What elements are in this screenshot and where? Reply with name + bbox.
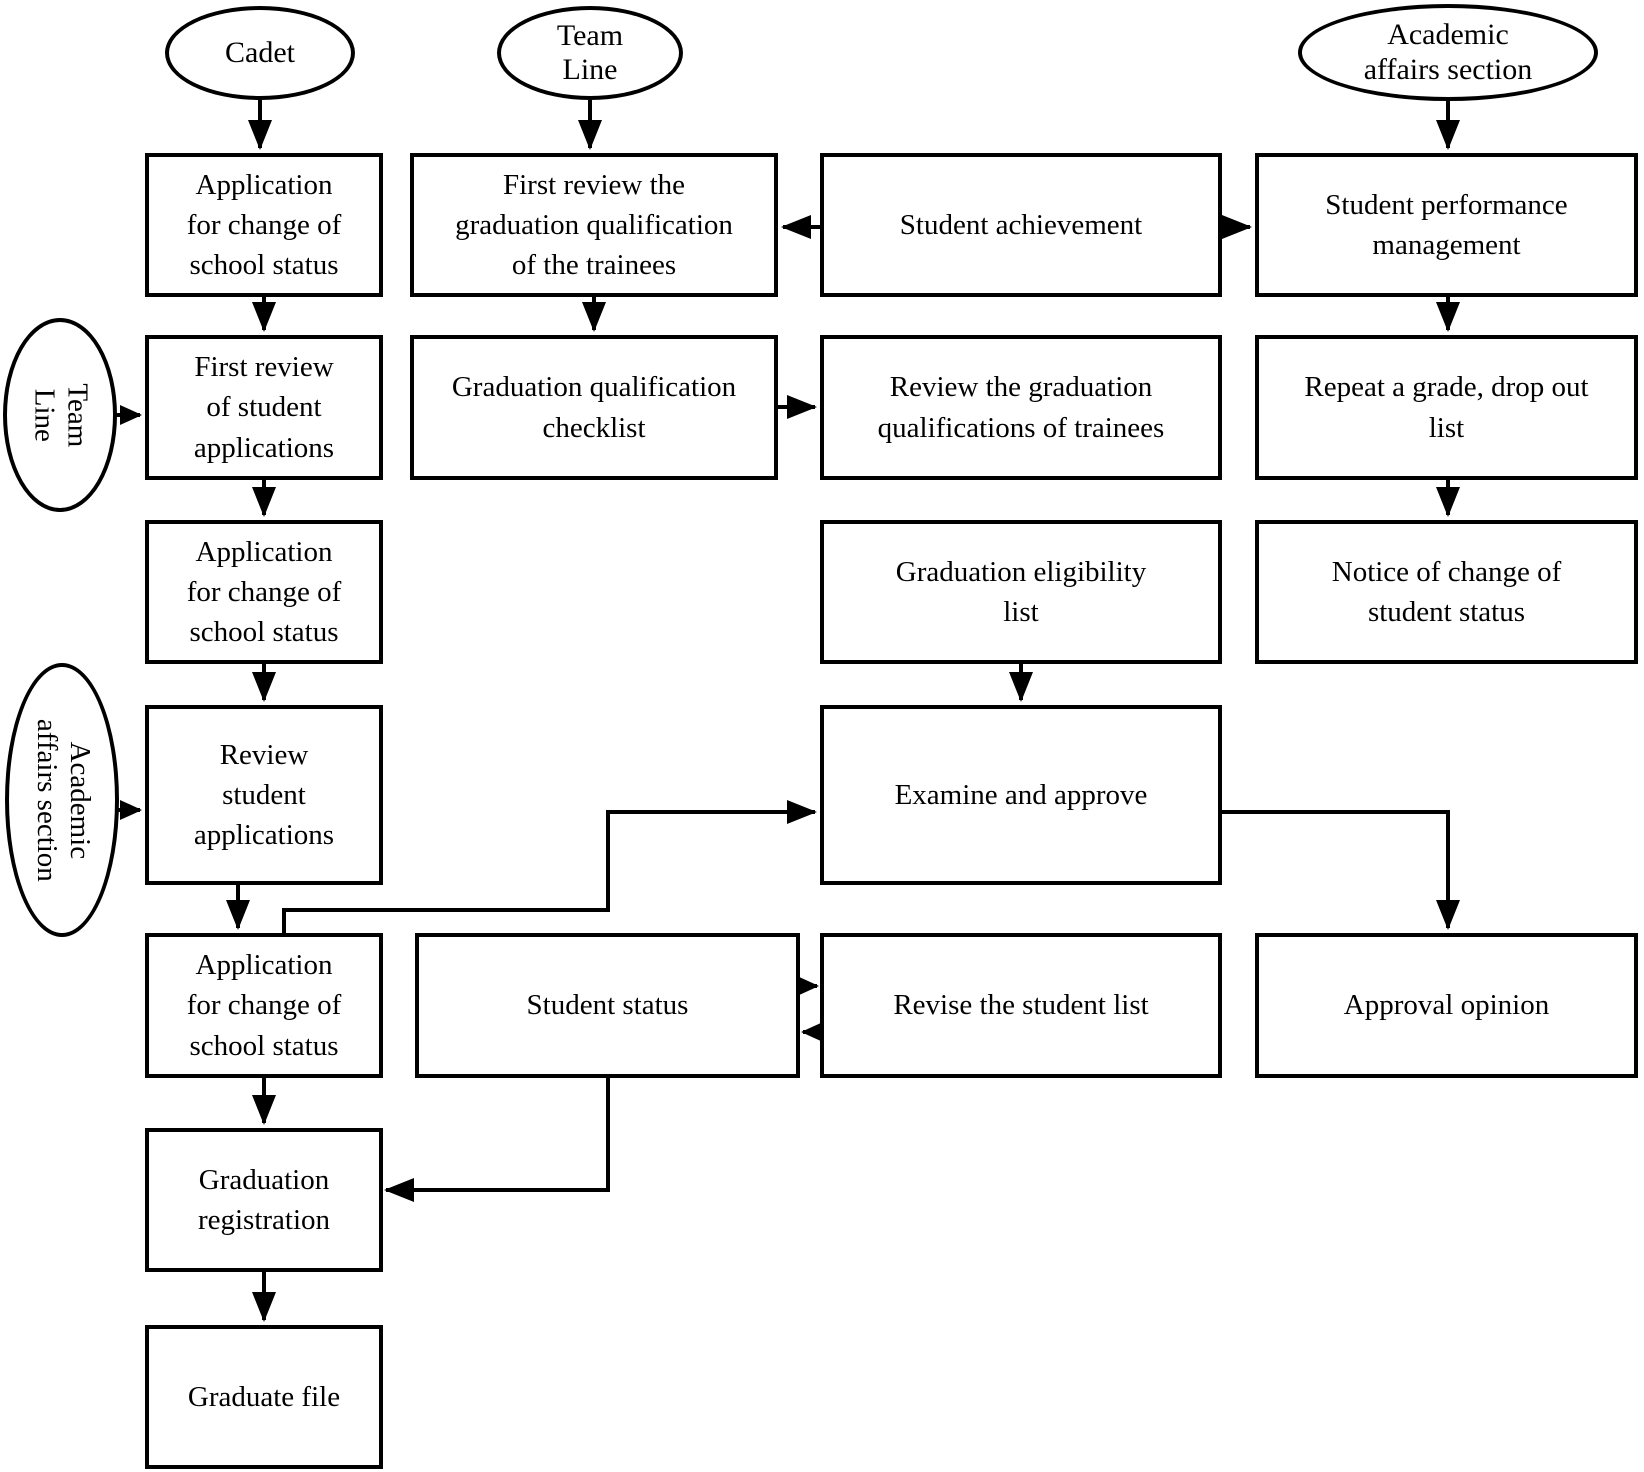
node-student-status: Student status xyxy=(415,933,800,1078)
node-graduation-qualification-checklist: Graduation qualification checklist xyxy=(410,335,778,480)
node-application-change-1: Application for change of school status xyxy=(145,153,383,297)
node-first-review-graduation-qualification: First review the graduation qualificatio… xyxy=(410,153,778,297)
oval-academic-affairs-top: Academic affairs section xyxy=(1298,4,1598,101)
arrow-status-to-graduation-registration xyxy=(384,1078,610,1202)
node-first-review-student-applications: First review of student applications xyxy=(145,335,383,480)
node-application-change-2: Application for change of school status xyxy=(145,520,383,664)
node-approval-opinion: Approval opinion xyxy=(1255,933,1638,1078)
oval-team-line-side-label: Team Line xyxy=(28,383,94,447)
node-application-change-3: Application for change of school status xyxy=(145,933,383,1078)
oval-academic-affairs-side: Academic affairs section xyxy=(5,663,119,937)
node-review-graduation-qualifications: Review the graduation qualifications of … xyxy=(820,335,1222,480)
node-graduation-registration: Graduation registration xyxy=(145,1128,383,1272)
node-student-performance-management: Student performance management xyxy=(1255,153,1638,297)
node-review-student-applications: Review student applications xyxy=(145,705,383,885)
oval-team-line-side: Team Line xyxy=(3,318,117,512)
node-graduation-eligibility-list: Graduation eligibility list xyxy=(820,520,1222,664)
oval-team-line-top: Team Line xyxy=(497,6,683,100)
node-repeat-grade-drop-out-list: Repeat a grade, drop out list xyxy=(1255,335,1638,480)
node-revise-student-list: Revise the student list xyxy=(820,933,1222,1078)
node-student-achievement: Student achievement xyxy=(820,153,1222,297)
node-examine-and-approve: Examine and approve xyxy=(820,705,1222,885)
node-notice-change-student-status: Notice of change of student status xyxy=(1255,520,1638,664)
node-graduate-file: Graduate file xyxy=(145,1325,383,1469)
oval-cadet: Cadet xyxy=(165,6,355,100)
oval-academic-affairs-side-label: Academic affairs section xyxy=(30,718,96,882)
arrow-examine-to-approval-opinion xyxy=(1222,810,1460,930)
